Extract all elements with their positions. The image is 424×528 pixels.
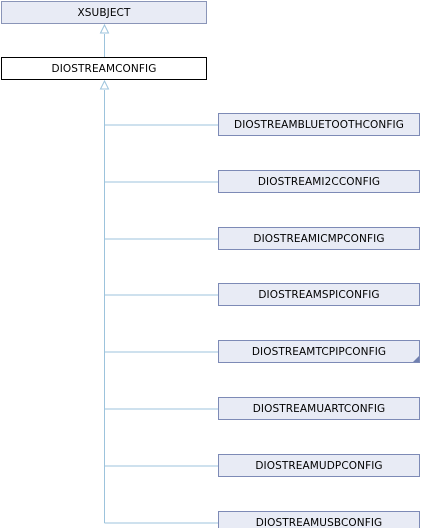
derived-class-diostreamuartconfig[interactable]: DIOSTREAMUARTCONFIG bbox=[218, 397, 420, 420]
derived-class-diostreamtcpipconfig[interactable]: DIOSTREAMTCPIPCONFIG bbox=[218, 340, 420, 363]
base-class-xsubject[interactable]: XSUBJECT bbox=[1, 1, 207, 24]
derived-class-diostreamspiconfig[interactable]: DIOSTREAMSPICONFIG bbox=[218, 283, 420, 306]
derived-class-diostreami2cconfig[interactable]: DIOSTREAMI2CCONFIG bbox=[218, 170, 420, 193]
derived-class-diostreamudpconfig[interactable]: DIOSTREAMUDPCONFIG bbox=[218, 454, 420, 477]
arrowhead-base bbox=[99, 23, 110, 34]
derived-class-diostreamusbconfig[interactable]: DIOSTREAMUSBCONFIG bbox=[218, 511, 420, 528]
derived-class-diostreambluetoothconfig[interactable]: DIOSTREAMBLUETOOTHCONFIG bbox=[218, 113, 420, 136]
main-class-diostreamconfig: DIOSTREAMCONFIG bbox=[1, 57, 207, 80]
derived-class-diostreamicmpconfig[interactable]: DIOSTREAMICMPCONFIG bbox=[218, 227, 420, 250]
arrowhead-main bbox=[99, 79, 110, 90]
collapsed-children-marker bbox=[413, 356, 419, 362]
